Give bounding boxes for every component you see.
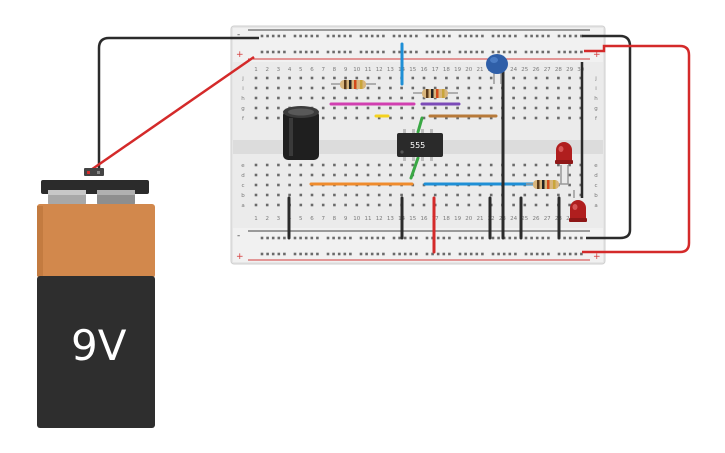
row-letter: f [242, 116, 245, 122]
column-number: 15 [409, 216, 416, 222]
row-letter: i [242, 86, 244, 92]
column-number: 13 [387, 216, 394, 222]
column-number: 21 [477, 67, 484, 73]
column-number: 12 [376, 67, 383, 73]
column-number: 19 [454, 216, 461, 222]
jumper-green-bottom[interactable] [409, 156, 420, 180]
resistor-1[interactable] [331, 80, 376, 89]
rail-plus-bottom-left: + [236, 252, 244, 262]
external-wires[interactable] [87, 34, 691, 254]
row-letter: h [241, 96, 245, 102]
right-black-loop-wire[interactable] [582, 34, 632, 240]
column-number: 9 [344, 67, 348, 73]
row-letter: c [241, 183, 244, 189]
row-letter: a [594, 203, 597, 209]
column-number: 6 [310, 216, 314, 222]
row-letter: c [594, 183, 597, 189]
breadboard[interactable]: - + + - + + 1234567891011121314151617181… [230, 25, 606, 265]
column-number: 26 [533, 216, 540, 222]
row-letter: b [241, 193, 245, 199]
resistor-3[interactable] [526, 180, 568, 189]
column-number: 4 [288, 67, 292, 73]
jumper-wires[interactable] [287, 42, 561, 254]
column-number: 8 [333, 216, 337, 222]
electrolytic-capacitor[interactable] [283, 106, 319, 160]
column-number: 19 [454, 67, 461, 73]
column-number: 3 [277, 216, 281, 222]
column-number: 8 [333, 67, 337, 73]
column-number: 12 [376, 216, 383, 222]
battery-snap[interactable] [84, 168, 104, 176]
column-number: 1 [254, 67, 258, 73]
column-number: 18 [443, 67, 450, 73]
led-1[interactable] [555, 142, 573, 184]
battery-9v[interactable]: 9V [37, 180, 155, 428]
row-letter: d [594, 173, 598, 179]
column-number: 6 [310, 67, 314, 73]
ceramic-capacitor[interactable] [486, 54, 508, 84]
column-number: 25 [521, 216, 528, 222]
column-number: 10 [353, 216, 360, 222]
row-letter: e [594, 163, 598, 169]
column-number: 28 [555, 67, 562, 73]
right-red-loop-wire[interactable] [582, 44, 691, 254]
rail-minus-bottom-left: - [237, 231, 240, 241]
row-letter: d [241, 173, 245, 179]
column-number: 21 [477, 216, 484, 222]
column-number: 16 [421, 67, 428, 73]
column-number: 27 [544, 67, 551, 73]
column-number: 7 [321, 216, 325, 222]
column-number: 2 [265, 216, 269, 222]
column-number: 24 [510, 216, 517, 222]
column-number: 17 [432, 67, 439, 73]
column-number: 24 [510, 67, 517, 73]
column-number: 20 [465, 67, 472, 73]
jumper-green-top[interactable] [416, 116, 424, 134]
column-number: 7 [321, 67, 325, 73]
column-number: 16 [421, 216, 428, 222]
column-number: 29 [566, 67, 573, 73]
column-number: 11 [365, 216, 372, 222]
led-2[interactable] [569, 190, 587, 222]
column-number: 9 [344, 216, 348, 222]
row-letter: e [241, 163, 245, 169]
column-number: 27 [544, 216, 551, 222]
rail-plus-top-left: + [236, 50, 244, 60]
column-number: 2 [265, 67, 269, 73]
rail-minus-top-left: - [237, 30, 240, 40]
chip-label: 555 [410, 141, 425, 150]
row-letter: h [594, 96, 598, 102]
column-number: 26 [533, 67, 540, 73]
row-letter: b [594, 193, 598, 199]
rail-plus-bottom-right: + [593, 252, 601, 262]
column-number: 3 [277, 67, 281, 73]
row-letter: f [595, 116, 598, 122]
column-number: 5 [299, 216, 303, 222]
column-number: 15 [409, 67, 416, 73]
battery-positive-wire[interactable] [87, 55, 255, 174]
column-number: 18 [443, 216, 450, 222]
column-number: 20 [465, 216, 472, 222]
column-number: 10 [353, 67, 360, 73]
battery-label: 9V [71, 321, 127, 370]
row-letter: a [241, 203, 244, 209]
row-letter: i [595, 86, 597, 92]
column-number: 13 [387, 67, 394, 73]
column-number: 5 [299, 67, 303, 73]
breadboard-holes[interactable] [254, 34, 583, 256]
rail-plus-top-right: + [593, 50, 601, 60]
row-letter: j [241, 76, 244, 82]
resistor-2[interactable] [413, 89, 458, 98]
column-number: 11 [365, 67, 372, 73]
ic-555-chip[interactable]: 555 [397, 129, 443, 161]
row-letter: j [594, 76, 597, 82]
column-number: 25 [521, 67, 528, 73]
battery-negative-wire[interactable] [97, 36, 259, 170]
row-letter: g [594, 106, 598, 112]
row-letter: g [241, 106, 245, 112]
column-number: 1 [254, 216, 258, 222]
